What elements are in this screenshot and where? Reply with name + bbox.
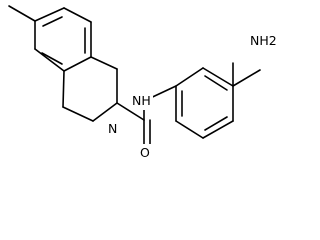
label-mask-o [140,144,153,160]
bond-benzo-inner-1 [42,16,63,27]
bonds [8,5,261,147]
bond-aryl-4 [202,120,234,139]
chemical-structure-diagram: NH2 NH N O [8,5,280,160]
label-mask-nh2 [248,32,280,50]
bond-ring-4 [62,106,94,122]
atom-label-ring-n: N [108,121,117,136]
bond-ring-3 [92,102,118,122]
bond-aryl-5 [175,120,204,139]
label-mask-nh [131,92,153,110]
atom-labels: NH2 NH N O [107,32,280,160]
atom-label-o: O [140,145,150,160]
atom-label-nh2: NH2 [250,33,277,48]
bond-ring-5 [62,70,65,108]
label-mask-ring-n [107,121,119,137]
bond-methyl [8,5,36,22]
bond-benzo-6 [34,48,65,72]
atom-label-nh: NH [132,93,151,108]
bond-aryl-inner-1 [204,75,228,91]
bond-aryl-1 [175,67,204,87]
bond-ring-1 [90,56,118,70]
bond-aryl-inner-2 [204,116,228,131]
bond-aryl-2 [202,67,234,87]
bond-benzo-2 [34,7,65,22]
bond-benzo-inner-3 [41,52,63,65]
bond-n-carbonyl [116,102,145,121]
bond-aryl-nh2 [232,69,261,87]
bond-benzo-5 [63,56,92,72]
bond-benzo-3 [63,7,92,23]
